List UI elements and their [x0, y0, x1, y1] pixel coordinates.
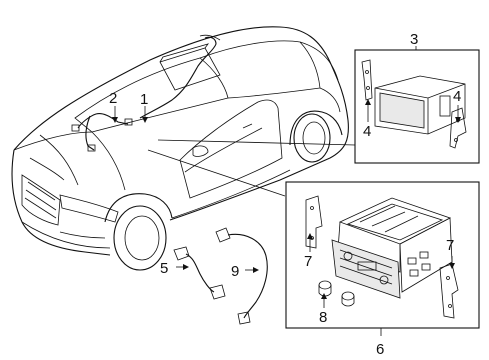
- leader-line: [157, 139, 356, 146]
- box-3: [354, 46, 480, 164]
- callout-6: 6: [376, 341, 384, 358]
- callout-5: 5: [160, 260, 168, 277]
- callout-1: 1: [140, 91, 148, 108]
- arrow-head: [142, 117, 148, 123]
- callout-9: 9: [231, 263, 239, 280]
- leader-line: [147, 149, 286, 197]
- callout-4-left: 4: [363, 123, 371, 140]
- callout-3: 3: [410, 31, 418, 48]
- cable-9: [215, 227, 268, 325]
- callout-4-right: 4: [453, 88, 461, 105]
- arrow-head: [112, 117, 118, 123]
- harness-5: [173, 246, 226, 300]
- callout-7-right: 7: [446, 237, 454, 254]
- callout-2: 2: [109, 90, 117, 107]
- box-6: [285, 181, 480, 336]
- callout-8: 8: [319, 309, 327, 326]
- callout-7-left: 7: [304, 253, 312, 270]
- car-illustration: [11, 26, 349, 271]
